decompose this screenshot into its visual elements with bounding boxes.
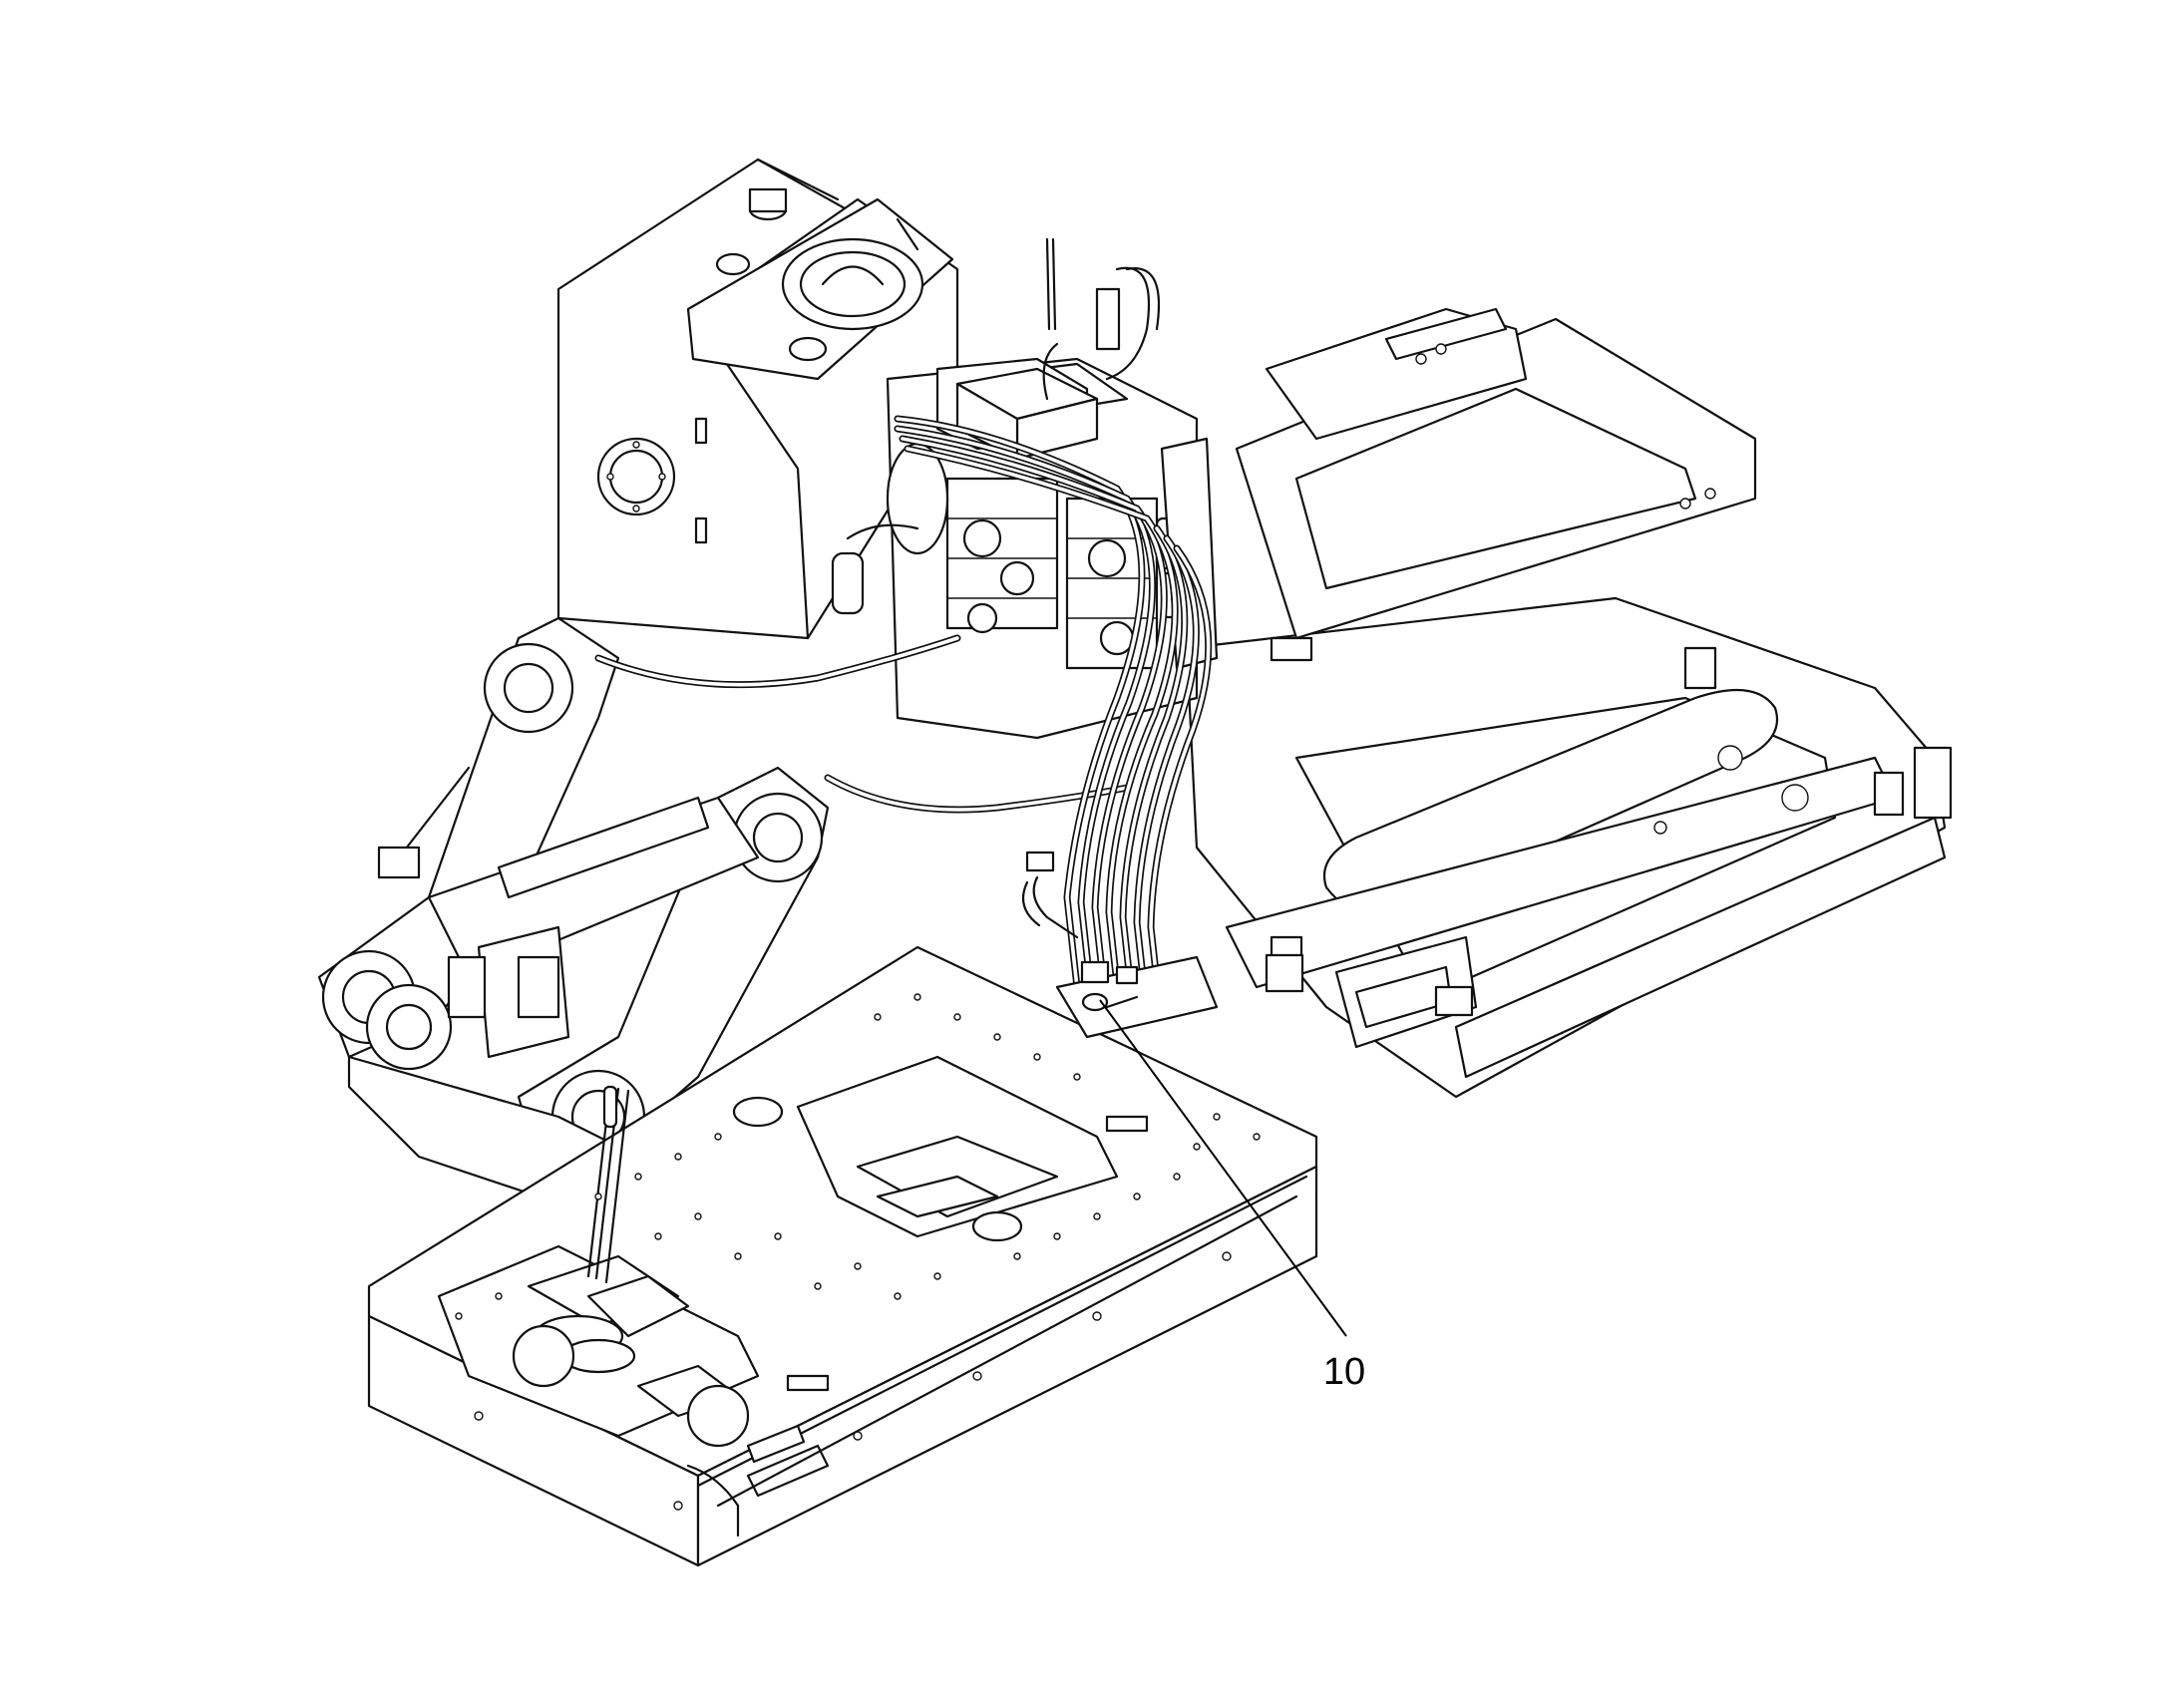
callout-label: 10	[1323, 1351, 1365, 1393]
boom-mount-frame	[317, 616, 1131, 1198]
floor-plate-holes	[455, 993, 1261, 1511]
callout-leader-line	[1099, 999, 1347, 1337]
floor-plate	[367, 945, 1318, 1567]
hydraulic-tank	[556, 158, 959, 640]
chassis-frame	[1185, 307, 1953, 1099]
hose-bundle	[894, 415, 1219, 1039]
control-valve-assembly	[831, 237, 1219, 740]
callout-10: 10	[1099, 999, 1365, 1393]
